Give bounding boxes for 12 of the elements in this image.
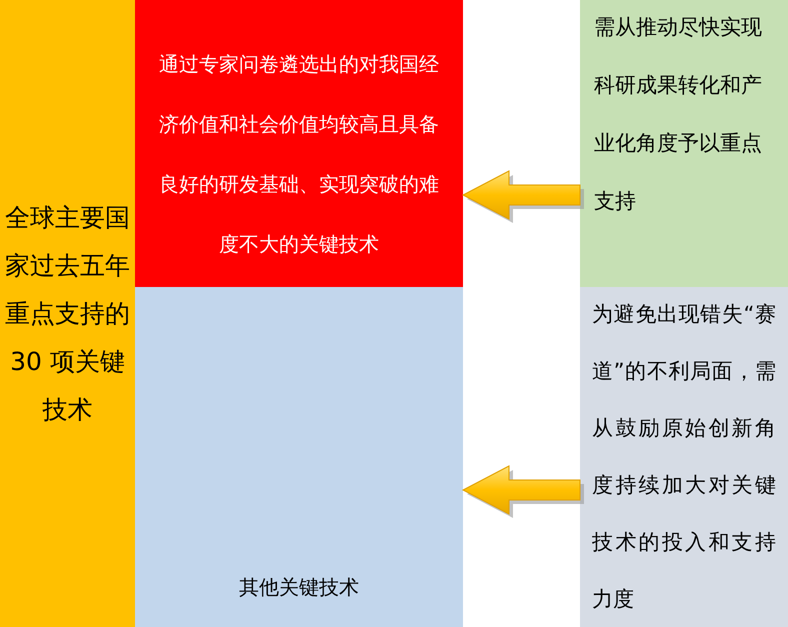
node-text: 为避免出现错失“赛道”的不利局面，需从鼓励原始创新角度持续加大对关键技术的投入和支持力度 bbox=[592, 301, 776, 613]
node-text: 其他关键技术 bbox=[238, 574, 360, 601]
note-box bbox=[580, 0, 788, 287]
block-arrow bbox=[462, 170, 584, 223]
category-box bbox=[135, 0, 463, 287]
category-box bbox=[135, 287, 463, 627]
side-band bbox=[0, 0, 135, 627]
node-text: 需从推动尽快实现科研成果转化和产业化角度予以重点支持 bbox=[594, 14, 763, 214]
node-text: 通过专家问卷遴选出的对我国经济价值和社会价值均较高且具备良好的研发基础、实现突破的难度不大的关键技术 bbox=[158, 50, 440, 258]
node-text: 全球主要国家过去五年重点支持的 30 项关键技术 bbox=[4, 202, 130, 426]
block-arrow bbox=[462, 465, 584, 518]
note-box bbox=[580, 287, 788, 627]
